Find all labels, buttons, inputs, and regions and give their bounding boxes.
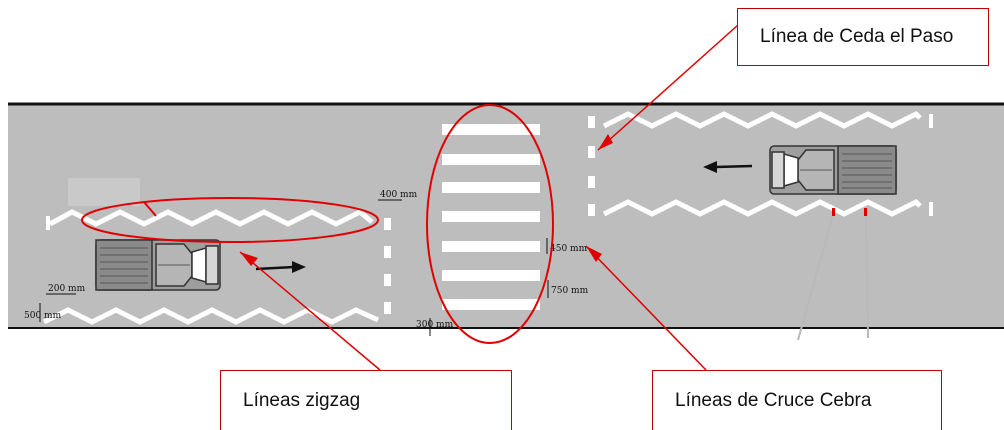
yield-line-dash (384, 302, 391, 314)
zigzag-line-left-bottom (42, 307, 380, 325)
yield-line-dash (588, 116, 595, 128)
zebra-bar (442, 124, 540, 135)
zigzag-red-stroke (143, 201, 157, 217)
zigzag-line-left-top (48, 209, 374, 227)
callout-zigzag-lines: Líneas zigzag (220, 370, 512, 430)
zebra-bar (442, 211, 540, 222)
zigzag-end-tick (929, 202, 933, 216)
leader-line-yield (597, 24, 739, 151)
leader-line-zigzag (239, 251, 381, 371)
direction-arrow-right-icon (255, 261, 306, 273)
zigzag-line-right-top (602, 110, 922, 129)
dimension-300: 300 mm (416, 320, 454, 330)
dimension-200: 200 mm (48, 284, 86, 294)
direction-arrow-left-icon (703, 161, 753, 173)
callout-yield-line: Línea de Ceda el Paso (737, 8, 989, 66)
road-marking-diagram: 400 mm 200 mm 500 mm 450 mm 750 mm 300 m… (8, 24, 1004, 371)
pointer-lines (797, 211, 869, 341)
zebra-crossing (442, 124, 540, 310)
yield-line-dash (384, 274, 391, 286)
callout-zebra-crossing: Líneas de Cruce Cebra (652, 370, 942, 430)
yield-line-dash (588, 176, 595, 188)
callout-yield-line-label: Línea de Ceda el Paso (760, 26, 954, 47)
callout-zigzag-lines-label: Líneas zigzag (243, 389, 361, 411)
dimension-annotations: 400 mm 200 mm 500 mm 450 mm 750 mm 300 m… (24, 190, 589, 336)
leader-arrowhead (598, 134, 613, 150)
dimension-450: 450 mm (550, 244, 588, 254)
zebra-bar (442, 270, 540, 281)
zigzag-end-tick (46, 216, 50, 230)
zebra-bar (442, 154, 540, 165)
leader-arrowhead (586, 246, 602, 262)
zigzag-line-right-bottom (602, 198, 922, 217)
yield-line-dash (588, 146, 595, 158)
zebra-highlight-ellipse (426, 104, 554, 344)
yield-line-dash (384, 246, 391, 258)
leader-line-zebra (585, 245, 707, 371)
car-icon (95, 239, 221, 291)
car-icon (769, 145, 897, 195)
zebra-bar (442, 182, 540, 193)
zebra-bar (442, 241, 540, 252)
zigzag-end-tick (929, 114, 933, 128)
dimension-500: 500 mm (24, 311, 62, 321)
leader-arrowhead (240, 252, 258, 266)
marker-tick (864, 208, 867, 216)
faded-patch (68, 178, 140, 206)
zigzag-highlight-ellipse (81, 197, 379, 243)
dimension-750: 750 mm (551, 286, 589, 296)
zebra-bar (442, 299, 540, 310)
yield-line-dash (588, 204, 595, 216)
marker-tick (832, 208, 835, 216)
callout-zebra-crossing-label: Líneas de Cruce Cebra (675, 389, 872, 411)
dimension-400: 400 mm (380, 190, 418, 200)
yield-line-dash (384, 218, 391, 230)
